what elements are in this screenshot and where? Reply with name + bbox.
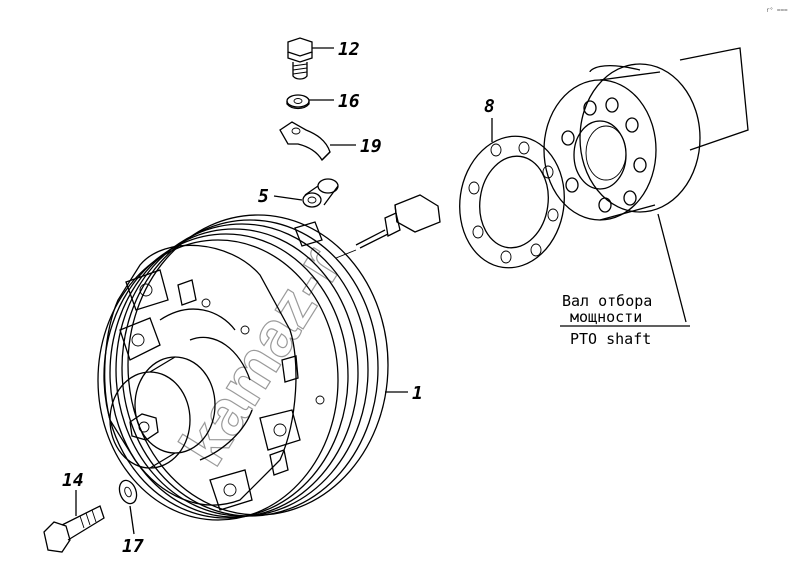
- leader-17: [129, 505, 135, 535]
- pulley-hub-assembly-1: [97, 214, 389, 521]
- washer-16: [286, 94, 310, 110]
- pto-shaft-flange: [543, 47, 749, 221]
- sleeve-5: [302, 178, 339, 208]
- leader-5: [273, 195, 303, 201]
- shaft-note-en: PTO shaft: [570, 330, 651, 348]
- leader-pto-shaft: [560, 213, 690, 327]
- callout-1: 1: [412, 383, 423, 404]
- callout-17: 17: [122, 536, 144, 557]
- shaft-note-ru-line1: Вал отбора: [562, 292, 652, 310]
- shaft-note-ru-line2: мощности: [570, 308, 642, 326]
- callout-8: 8: [484, 96, 495, 117]
- electrical-connector: [335, 194, 441, 259]
- washer-17: [118, 479, 138, 505]
- callout-16: 16: [338, 91, 360, 112]
- gasket-ring-8: [459, 135, 565, 269]
- callout-5: 5: [258, 186, 269, 207]
- callout-14: 14: [62, 470, 84, 491]
- bolt-14: [43, 505, 105, 553]
- bolt-12: [287, 37, 313, 80]
- callout-19: 19: [360, 136, 382, 157]
- corner-mark: r° ===: [766, 7, 788, 14]
- callout-12: 12: [338, 39, 360, 60]
- clamp-19: [279, 121, 331, 162]
